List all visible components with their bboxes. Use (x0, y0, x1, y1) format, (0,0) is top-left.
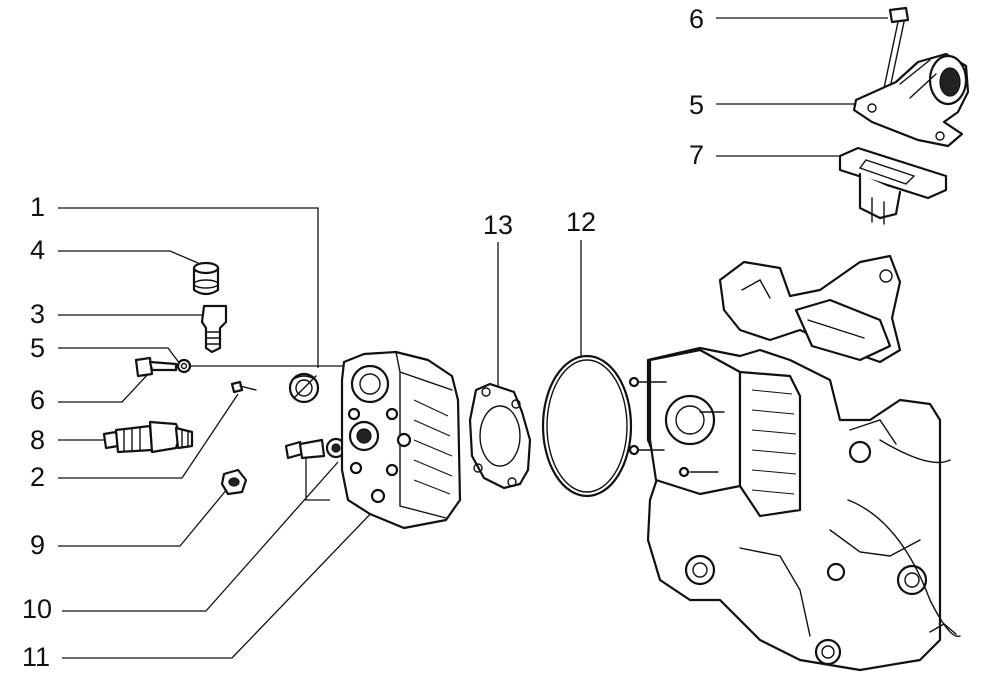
callout-label-5-right: 5 (689, 90, 704, 120)
leader-line-9 (58, 487, 229, 547)
callout-label-2: 2 (30, 462, 45, 492)
part-4-cap (192, 261, 220, 296)
part-11-cylinder-head (340, 350, 462, 530)
leader-line-5-left (58, 347, 181, 365)
leader-line-10 (62, 461, 339, 612)
leader-lines (58, 17, 888, 659)
callout-label-1: 1 (30, 192, 45, 222)
callout-label-6-left: 6 (30, 385, 45, 415)
part-6-bolt-right (883, 6, 910, 89)
callout-label-6-right: 6 (689, 4, 704, 34)
callout-label-4: 4 (30, 235, 45, 265)
engine-crankcase (628, 254, 961, 672)
leader-line-2 (58, 393, 239, 479)
part-1-thermostat (288, 372, 320, 404)
part-6-bolt-left (134, 356, 178, 378)
part-5-intake-manifold (852, 52, 970, 148)
part-5-washer-left (176, 358, 192, 374)
part-8-spark-plug (102, 420, 194, 454)
callout-label-12: 12 (566, 207, 596, 237)
part-13-head-gasket (468, 382, 532, 490)
callout-label-11: 11 (22, 642, 50, 672)
callout-label-8: 8 (30, 425, 45, 455)
part-3-sensor (200, 304, 228, 354)
callout-labels: 1 4 3 5 6 8 2 9 10 11 13 12 6 5 7 (22, 4, 704, 672)
callout-label-3: 3 (30, 299, 45, 329)
callout-label-9: 9 (30, 530, 45, 560)
part-9-nut (220, 468, 248, 496)
callout-label-10: 10 (22, 594, 52, 624)
callout-label-13: 13 (483, 210, 513, 240)
bracket-line-10 (305, 455, 330, 501)
leader-line-4 (58, 250, 199, 264)
part-10-sender (284, 437, 347, 460)
part-2-screw (230, 380, 257, 394)
leader-line-11 (62, 505, 379, 659)
part-7-reed-block (838, 146, 948, 225)
leader-line-6-left (58, 371, 151, 403)
callout-label-5-left: 5 (30, 333, 45, 363)
part-12-o-ring (541, 354, 633, 498)
leader-line-1 (58, 207, 319, 368)
callout-label-7: 7 (689, 140, 704, 170)
